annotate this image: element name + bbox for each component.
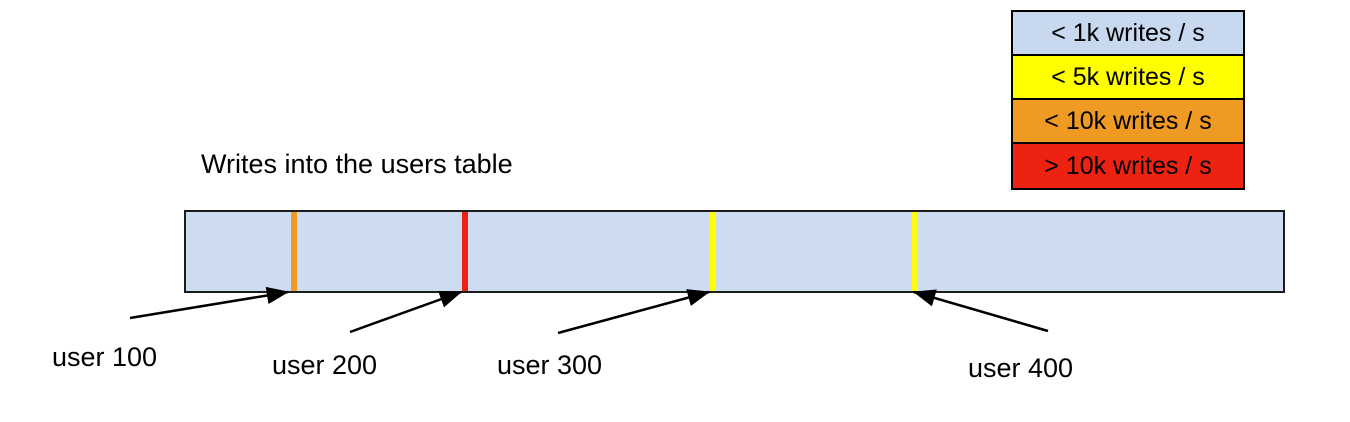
annotation-label-user-100: user 100 bbox=[52, 342, 158, 372]
legend-label-10k: < 10k writes / s bbox=[1044, 106, 1212, 135]
arrow-user-100 bbox=[129, 286, 290, 320]
legend-label-over-10k: > 10k writes / s bbox=[1044, 151, 1212, 180]
marker-user-400 bbox=[912, 212, 919, 291]
legend-label-1k: < 1k writes / s bbox=[1051, 18, 1205, 47]
legend-item-10k: < 10k writes / s bbox=[1013, 100, 1243, 144]
annotation-label-user-300: user 300 bbox=[497, 350, 603, 380]
arrow-user-300 bbox=[557, 289, 711, 335]
legend-item-over-10k: > 10k writes / s bbox=[1013, 144, 1243, 188]
legend-label-5k: < 5k writes / s bbox=[1051, 62, 1205, 91]
chart-title: Writes into the users table bbox=[201, 149, 513, 179]
legend-item-5k: < 5k writes / s bbox=[1013, 56, 1243, 100]
legend-item-1k: < 1k writes / s bbox=[1013, 12, 1243, 56]
annotation-label-user-200: user 200 bbox=[272, 350, 378, 380]
annotation-label-user-400: user 400 bbox=[968, 353, 1074, 383]
marker-user-200 bbox=[462, 212, 469, 291]
arrow-user-200 bbox=[349, 290, 463, 334]
marker-user-300 bbox=[710, 212, 717, 291]
write-rate-legend: < 1k writes / s < 5k writes / s < 10k wr… bbox=[1011, 10, 1245, 190]
arrow-user-400 bbox=[912, 289, 1049, 333]
users-table-bar bbox=[184, 210, 1285, 293]
marker-user-100 bbox=[291, 212, 298, 291]
